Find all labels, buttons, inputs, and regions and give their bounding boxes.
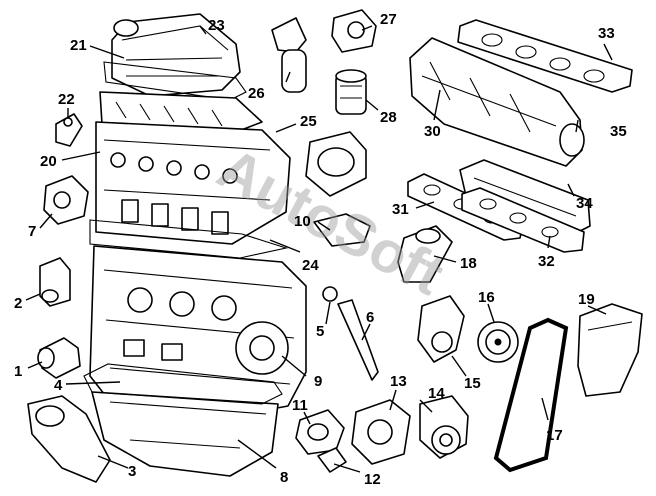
valve-cover xyxy=(111,13,241,97)
valve-cover-gasket xyxy=(103,61,247,101)
callout-9: 9 xyxy=(314,373,322,390)
coolant-sensor xyxy=(55,113,83,147)
coil-module xyxy=(39,257,71,307)
callout-6: 6 xyxy=(366,309,374,326)
intake-manifold xyxy=(409,37,585,167)
oil-pan-gasket xyxy=(83,363,283,405)
callout-13: 13 xyxy=(390,373,407,390)
drain-plug xyxy=(322,286,338,302)
callout-31: 31 xyxy=(392,201,409,218)
timing-cover xyxy=(577,303,643,397)
callout-16: 16 xyxy=(478,289,495,306)
thermostat-outlet xyxy=(295,409,345,455)
callout-labels: 1 2 3 4 5 6 7 8 9 10 11 12 13 14 15 16 1… xyxy=(14,11,627,488)
egr-unit xyxy=(305,131,367,197)
throttle-housing xyxy=(351,399,411,465)
callout-34: 34 xyxy=(576,195,593,212)
callout-1: 1 xyxy=(14,363,22,380)
water-pump xyxy=(419,395,469,459)
timing-belt xyxy=(493,317,569,473)
callout-12: 12 xyxy=(364,471,381,488)
exhaust-gasket-b xyxy=(461,187,585,253)
callout-35: 35 xyxy=(610,123,627,140)
callout-8: 8 xyxy=(280,469,288,486)
callout-14: 14 xyxy=(428,385,445,402)
callout-4: 4 xyxy=(54,377,63,394)
vacuum-pump xyxy=(331,9,377,53)
callout-26: 26 xyxy=(248,85,265,102)
callout-30: 30 xyxy=(424,123,441,140)
callout-20: 20 xyxy=(40,153,57,170)
callout-22: 22 xyxy=(58,91,75,108)
callout-5: 5 xyxy=(316,323,324,340)
callout-25: 25 xyxy=(300,113,317,130)
callout-3: 3 xyxy=(128,463,136,480)
callout-33: 33 xyxy=(598,25,615,42)
callout-32: 32 xyxy=(538,253,555,270)
callout-11: 11 xyxy=(292,397,308,414)
intake-elbow xyxy=(397,225,453,283)
oil-pan xyxy=(91,391,279,477)
callout-19: 19 xyxy=(578,291,595,308)
callout-7: 7 xyxy=(28,223,36,240)
callout-2: 2 xyxy=(14,295,22,312)
fuel-filter xyxy=(271,17,307,93)
thermostat-housing xyxy=(43,175,89,225)
leader-lines xyxy=(25,25,613,473)
dipstick xyxy=(337,299,379,381)
intake-gasket xyxy=(457,19,633,93)
coolant-pipe xyxy=(313,213,371,247)
pulley xyxy=(477,321,519,363)
oil-filter xyxy=(37,337,81,379)
callout-28: 28 xyxy=(380,109,397,126)
engine-block xyxy=(89,245,307,423)
filter-cartridge xyxy=(335,69,367,115)
callout-27: 27 xyxy=(380,11,397,28)
oil-pump xyxy=(27,395,111,483)
callout-10: 10 xyxy=(294,213,311,230)
callout-21: 21 xyxy=(70,37,87,54)
callout-24: 24 xyxy=(302,257,319,274)
vacuum-pump-assembly xyxy=(417,295,465,363)
camshaft-housing xyxy=(99,91,263,133)
cylinder-head xyxy=(95,121,291,245)
callout-15: 15 xyxy=(464,375,481,392)
callout-17: 17 xyxy=(546,427,563,444)
head-gasket xyxy=(89,219,289,259)
callout-18: 18 xyxy=(460,255,477,272)
callout-23: 23 xyxy=(208,17,225,34)
